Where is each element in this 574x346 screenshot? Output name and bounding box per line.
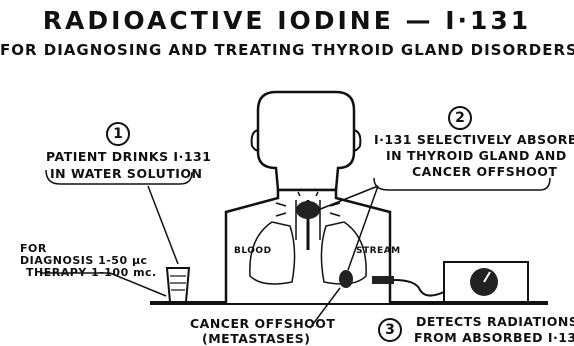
- step-1-number: 1: [106, 122, 130, 146]
- stream-label: STREAM: [356, 246, 401, 256]
- probe-cable: [394, 280, 444, 296]
- step-2-line-3: CANCER OFFSHOOT: [412, 164, 557, 179]
- dosage-therapy: THERAPY 1-100 mc.: [26, 266, 157, 279]
- step-2-line-2: IN THYROID GLAND AND: [386, 148, 567, 163]
- head-outline: [258, 92, 354, 190]
- cancer-offshoot-spot: [339, 270, 353, 288]
- step-2-line-1: I·131 SELECTIVELY ABSORBED: [374, 132, 574, 147]
- step-3-line-1: DETECTS RADIATIONS: [416, 314, 574, 329]
- step-2-number: 2: [448, 106, 472, 130]
- probe: [372, 276, 394, 284]
- step-3-number: 3: [378, 318, 402, 342]
- step-3-line-2: FROM ABSORBED I·131: [414, 330, 574, 345]
- step-1-line-2: IN WATER SOLUTION: [50, 166, 203, 181]
- glass: [167, 268, 189, 302]
- step-1-line-1: PATIENT DRINKS I·131: [46, 149, 211, 164]
- cancer-offshoot-label: CANCER OFFSHOOT: [190, 316, 335, 331]
- metastases-label: (METASTASES): [202, 331, 310, 346]
- blood-label: BLOOD: [234, 246, 272, 256]
- thyroid-gland: [296, 201, 320, 219]
